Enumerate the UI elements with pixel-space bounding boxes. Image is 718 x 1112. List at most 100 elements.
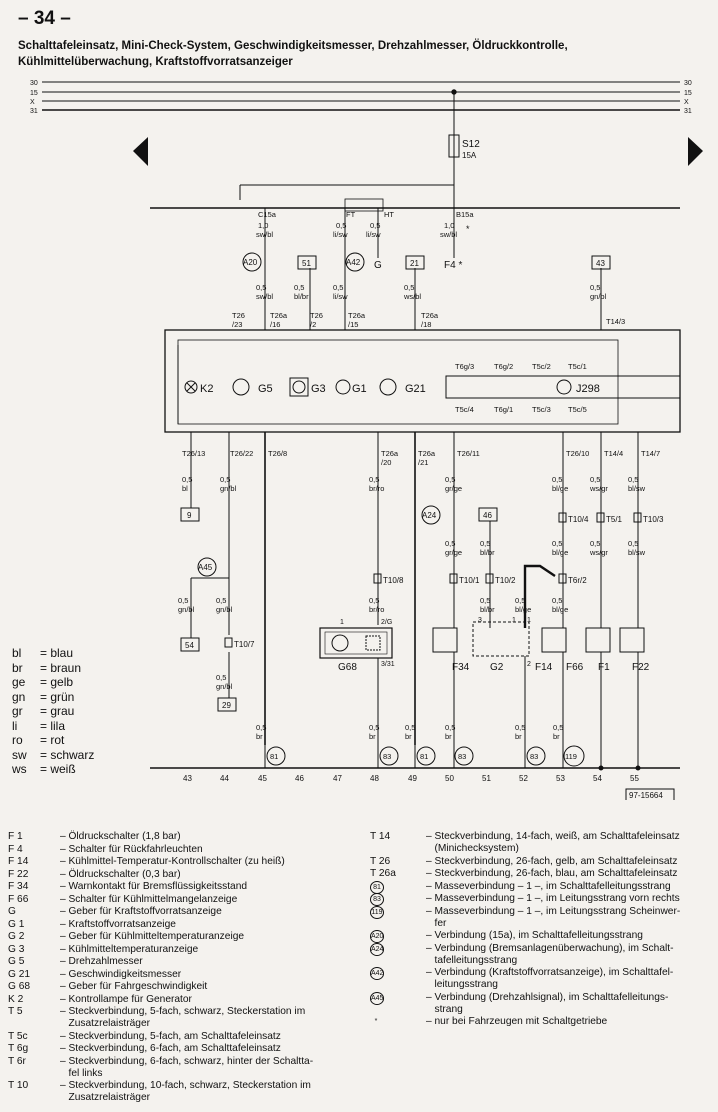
wire-color: li/sw bbox=[366, 230, 381, 239]
pin: T14/7 bbox=[641, 449, 660, 458]
ground-mark: 119 bbox=[565, 752, 577, 761]
wire-color: sw/bl bbox=[440, 230, 457, 239]
legend-description: – Steckverbindung, 14-fach, weiß, am Sch… bbox=[426, 831, 680, 854]
legend-item: T 10– Steckverbindung, 10-fach, schwarz,… bbox=[8, 1080, 353, 1104]
legend-description: – Kraftstoffvorratsanzeige bbox=[60, 918, 176, 930]
pin: T26/22 bbox=[230, 449, 253, 458]
legend-code: F 22 bbox=[8, 868, 29, 880]
component-f14: F14 bbox=[535, 662, 553, 673]
instrument-panel bbox=[164, 329, 681, 433]
legend-code: G 1 bbox=[8, 918, 25, 930]
g68-pin: 1 bbox=[340, 619, 344, 626]
legend-item: T 26– Steckverbindung, 26-fach, gelb, am… bbox=[370, 856, 710, 868]
connector-a42: A42 bbox=[346, 258, 361, 267]
color-legend-item: ge= gelb bbox=[12, 675, 73, 689]
legend-code: T 26 bbox=[370, 855, 391, 867]
top-labels: C15a FT HT B15a 1,0 sw/bl 0,5 li/sw 0,5 … bbox=[256, 210, 474, 271]
legend-item: G 2– Geber für Kühlmitteltemperaturanzei… bbox=[8, 931, 353, 943]
pin: T26/10 bbox=[566, 449, 589, 458]
color-legend-item: br= braun bbox=[12, 661, 81, 675]
panel-pins-top: T26/23 T26a/16 T26/2 T26a/15 T26a/18 T14… bbox=[232, 311, 625, 329]
plug: T10/8 bbox=[383, 576, 404, 585]
connector-a20: A20 bbox=[243, 258, 258, 267]
g2-pin: 1 bbox=[512, 617, 516, 624]
rail-label-right: X bbox=[684, 99, 689, 106]
color-name: = grün bbox=[40, 689, 75, 704]
legend-description: – Geber für Fahrgeschwindigkeit bbox=[60, 981, 208, 992]
legend-item: T 14 – Steckverbindung, 14-fach, weiß, am… bbox=[370, 831, 710, 855]
connector-a45: A45 bbox=[198, 563, 213, 572]
pin: T5c/4 bbox=[455, 405, 474, 414]
legend-symbol: A24 bbox=[370, 942, 385, 956]
wire-size: 0,5 bbox=[370, 221, 380, 230]
plug-connectors: T10/8 T10/1 T10/2 T10/4 T5/1 T10/3 T6r/2… bbox=[224, 512, 664, 649]
legend-code: T 5 bbox=[8, 1006, 23, 1017]
pin: T14/3 bbox=[606, 317, 625, 326]
legend-code: F 4 bbox=[8, 843, 23, 855]
legend-symbol: A20 bbox=[370, 930, 385, 943]
rail-label-right: 15 bbox=[684, 90, 692, 97]
legend-description: – Steckverbindung, 5-fach, schwarz, Stec… bbox=[60, 1006, 306, 1029]
legend-description: – Verbindung (Kraftstoffvorratsanzeige),… bbox=[426, 967, 674, 990]
drawing-id: 97-15664 bbox=[629, 791, 663, 800]
legend-description: – Masseverbindung – 1 –, im Leitungsstra… bbox=[426, 893, 680, 904]
track-number: 45 bbox=[258, 774, 267, 783]
box-46: 46 bbox=[483, 511, 492, 520]
legend-code: T 14 bbox=[370, 831, 391, 842]
legend-item: *– nur bei Fahrzeugen mit Schaltgetriebe bbox=[370, 1016, 710, 1028]
legend-item: G– Geber für Kraftstoffvorratsanzeige bbox=[8, 906, 353, 918]
rail-label-left: 15 bbox=[30, 90, 38, 97]
label-f4: F4 * bbox=[444, 260, 462, 271]
pin: T14/4 bbox=[604, 449, 623, 458]
color-legend-item: li= lila bbox=[12, 719, 65, 733]
pin: T5c/1 bbox=[568, 362, 587, 371]
legend-description: – Geschwindigkeitsmesser bbox=[60, 968, 182, 980]
pin: T5c/5 bbox=[568, 405, 587, 414]
legend-item: G 21– Geschwindigkeitsmesser bbox=[8, 969, 353, 981]
legend-item: T 6r– Steckverbindung, 6-fach, schwarz, … bbox=[8, 1056, 353, 1080]
plug: T5/1 bbox=[606, 515, 623, 524]
track-numbers: 43 44 45 46 47 48 49 50 51 52 53 54 55 bbox=[183, 774, 639, 783]
pin-b15a: B15a bbox=[456, 210, 474, 219]
legend-item: F 66– Schalter für Kühlmittelmangelanzei… bbox=[8, 894, 353, 906]
color-legend-item: gr= grau bbox=[12, 704, 74, 718]
ground-mark: 83 bbox=[383, 752, 391, 761]
track-number: 48 bbox=[370, 774, 379, 783]
rail-label-right: 31 bbox=[684, 108, 692, 115]
ground-mark: 81 bbox=[270, 752, 278, 761]
plug: T10/1 bbox=[459, 576, 480, 585]
fuse-rating: 15A bbox=[462, 151, 477, 160]
legend-item: K 2– Kontrollampe für Generator bbox=[8, 994, 353, 1006]
ground-points: 81 83 81 83 83 119 bbox=[266, 745, 585, 767]
pin: T26a/16 bbox=[270, 311, 288, 329]
g2-pin: 3 bbox=[478, 617, 482, 624]
legend-description: – Steckverbindung, 10-fach, schwarz, Ste… bbox=[60, 1080, 311, 1103]
pin: T26a/21 bbox=[418, 449, 436, 467]
previous-page-arrow[interactable] bbox=[133, 137, 148, 166]
legend-code: T 6r bbox=[8, 1055, 26, 1067]
pin: T26a/20 bbox=[381, 449, 399, 467]
box-21: 21 bbox=[410, 259, 419, 268]
legend-description: – Warnkontakt für Bremsflüssigkeitsstand bbox=[60, 881, 248, 892]
legend-description: – Drehzahlmesser bbox=[60, 956, 143, 967]
component-g3: G3 bbox=[311, 383, 326, 395]
legend-description: – Öldruckschalter (1,8 bar) bbox=[60, 831, 181, 842]
legend-item: A24– Verbindung (Bremsanlagenüberwachung… bbox=[370, 942, 710, 967]
color-code: br bbox=[12, 660, 23, 675]
connector-a24: A24 bbox=[422, 511, 437, 520]
next-page-arrow[interactable] bbox=[688, 137, 703, 166]
power-rails: 30 15 X 31 30 15 X 31 bbox=[30, 80, 692, 115]
wire-size: 1,0 bbox=[258, 221, 268, 230]
legend-item: T 5 – Steckverbindung, 5-fach, schwarz, S… bbox=[8, 1006, 353, 1030]
pin: T6g/3 bbox=[455, 362, 474, 371]
